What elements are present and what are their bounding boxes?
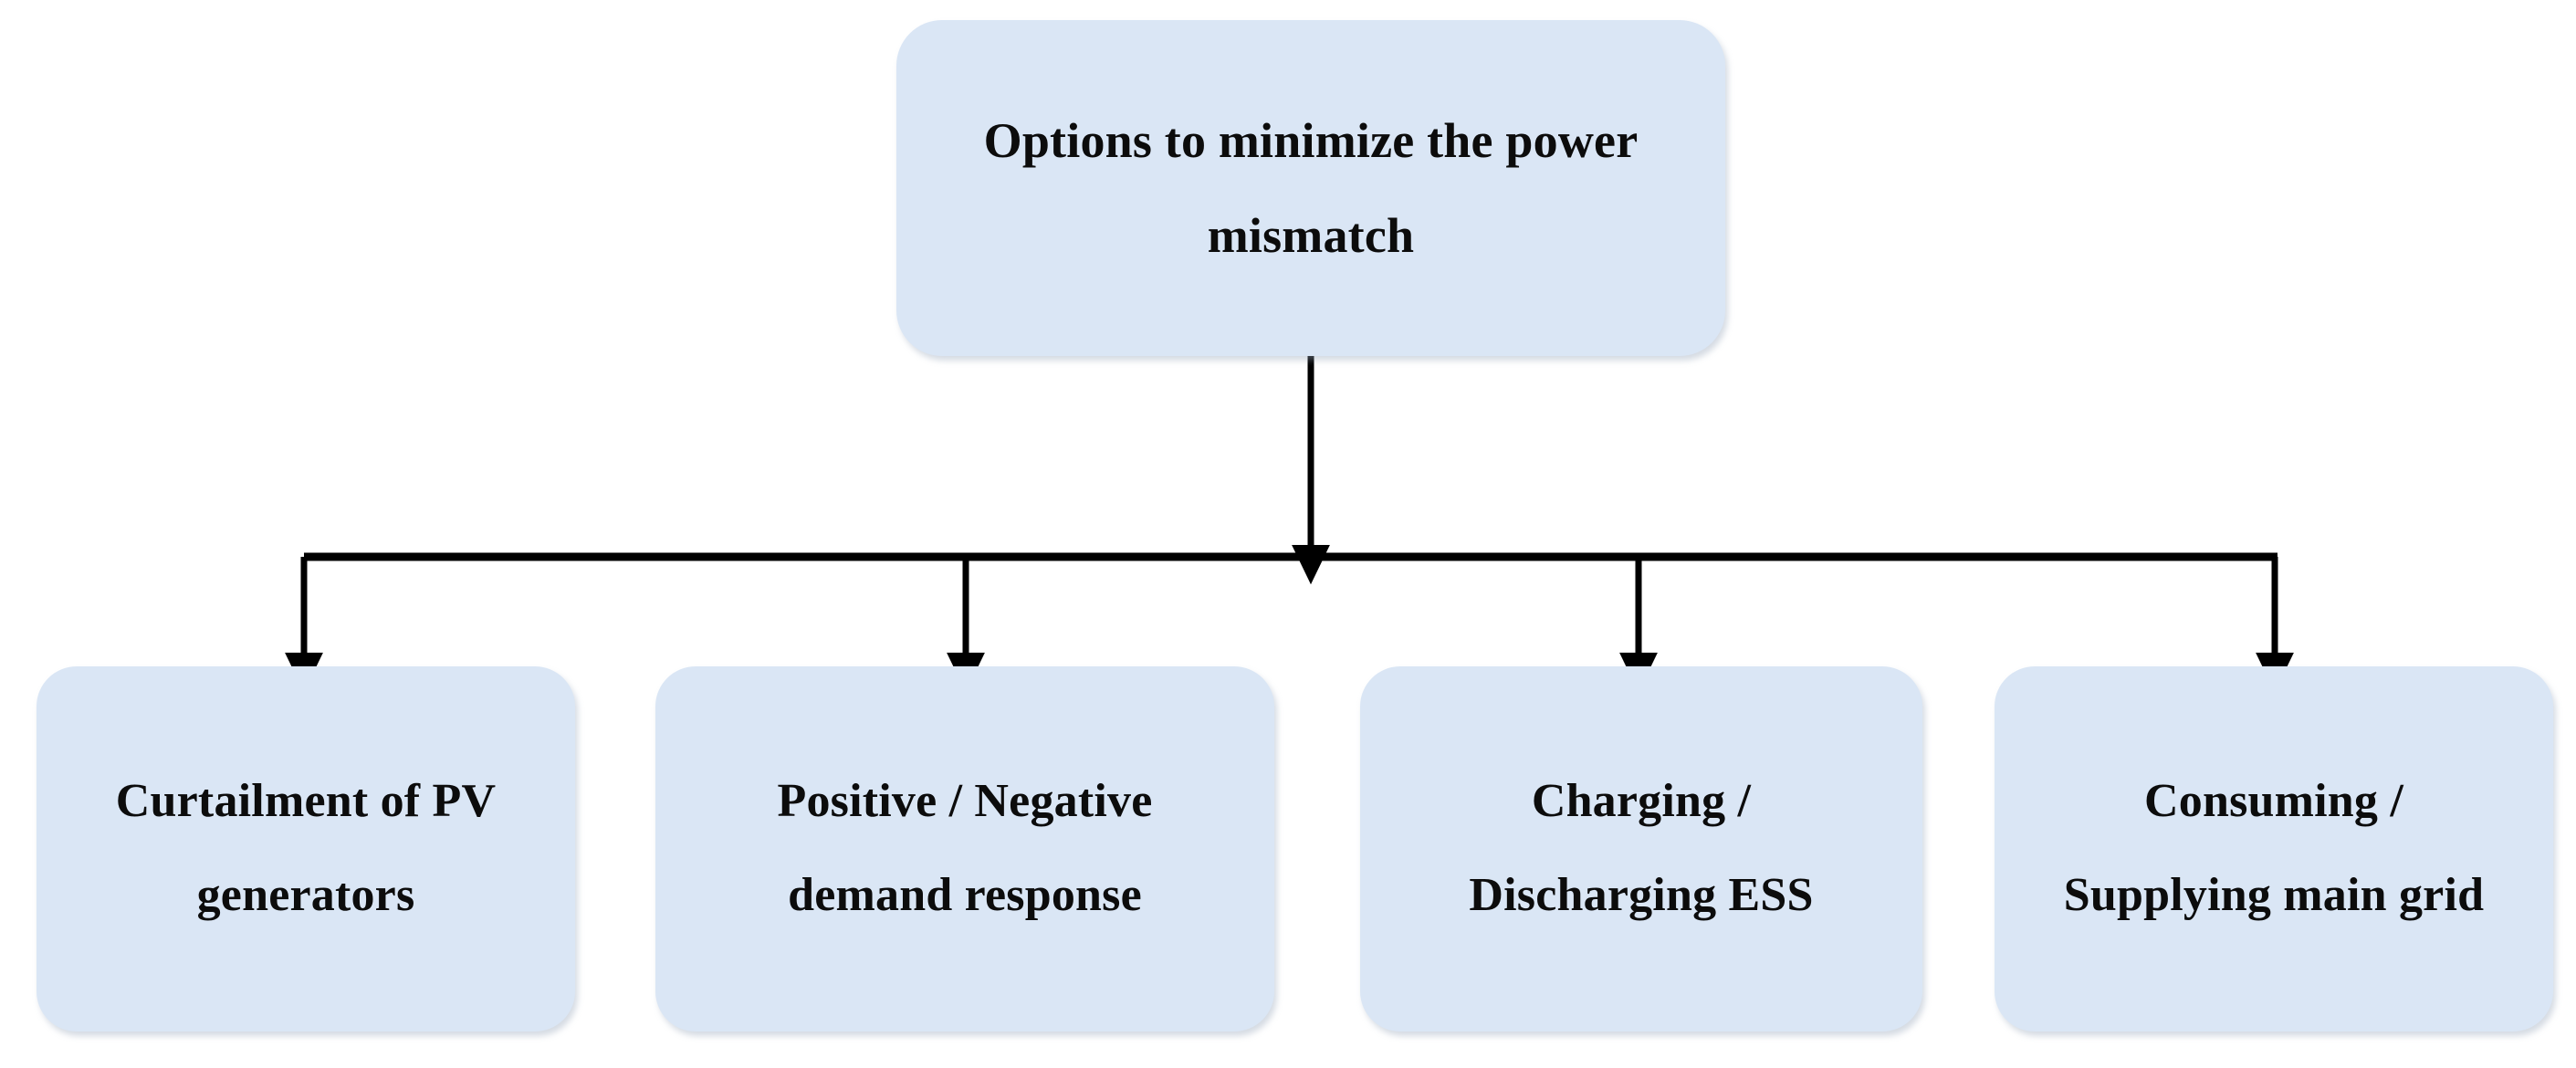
node-positive-negative-demand-response[interactable]: Positive / Negative demand response: [655, 666, 1274, 1031]
node-root-label-line-2: mismatch: [1207, 208, 1415, 263]
node-child-0-label-line-2: generators: [196, 869, 415, 921]
node-child-0-label-line-1: Curtailment of PV: [115, 775, 497, 828]
node-child-3-label-line-1: Consuming /: [2144, 775, 2403, 828]
node-child-2-label-line-1: Charging /: [1531, 775, 1752, 828]
node-child-3-label-line-2: Supplying main grid: [2063, 869, 2485, 921]
node-child-2-label-line-2: Discharging ESS: [1469, 869, 1814, 921]
node-child-1-label-line-1: Positive / Negative: [777, 775, 1153, 828]
node-consuming-supplying-main-grid[interactable]: Consuming / Supplying main grid: [1995, 666, 2553, 1031]
node-curtailment-of-pv-generators[interactable]: Curtailment of PV generators: [37, 666, 575, 1031]
node-charging-discharging-ess[interactable]: Charging / Discharging ESS: [1360, 666, 1922, 1031]
node-root-label-line-1: Options to minimize the power: [983, 112, 1639, 168]
node-root[interactable]: Options to minimize the power mismatch: [896, 20, 1725, 356]
node-child-1-label-line-2: demand response: [788, 869, 1142, 921]
